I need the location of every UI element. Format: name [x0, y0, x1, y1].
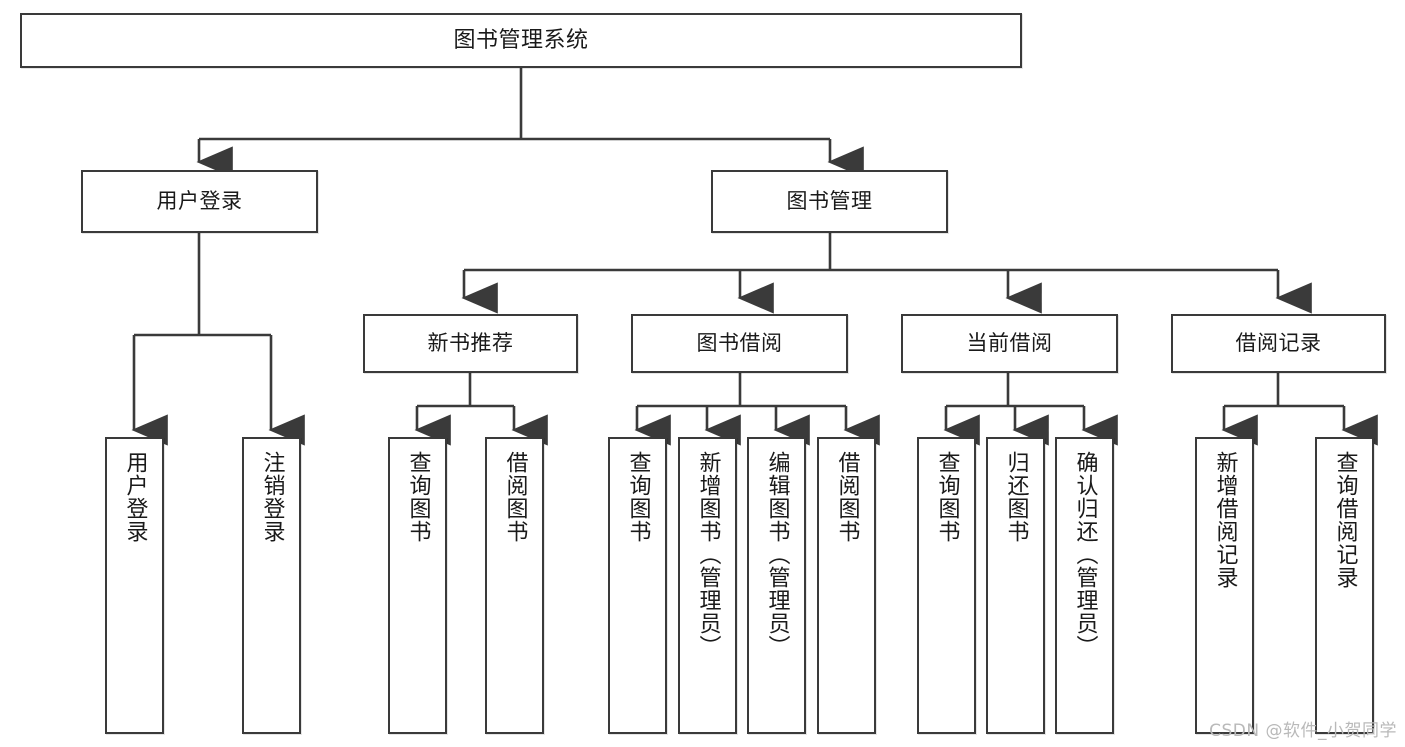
node-leaf-query-record-label: 查询借阅记录 [1332, 451, 1358, 589]
node-leaf-user-login-label: 用户登录 [122, 451, 148, 543]
node-leaf-borrow-book-2-label: 借阅图书 [834, 451, 860, 543]
node-leaf-query-book-3-label: 查询图书 [934, 451, 960, 543]
node-borrow-record-label: 借阅记录 [1235, 331, 1322, 356]
node-leaf-return-book-label: 归还图书 [1003, 451, 1029, 543]
node-leaf-borrow-book-1[interactable]: 借阅图书 [485, 437, 544, 734]
node-book-borrow-label: 图书借阅 [696, 331, 783, 356]
node-new-book-recommend[interactable]: 新书推荐 [363, 314, 578, 373]
node-leaf-query-book-1[interactable]: 查询图书 [388, 437, 447, 734]
node-user-login[interactable]: 用户登录 [81, 170, 318, 233]
node-current-borrow[interactable]: 当前借阅 [901, 314, 1118, 373]
node-leaf-edit-book-label: 编辑图书（管理员） [764, 451, 790, 658]
node-leaf-logout-login[interactable]: 注销登录 [242, 437, 301, 734]
node-leaf-query-book-2[interactable]: 查询图书 [608, 437, 667, 734]
node-leaf-add-record[interactable]: 新增借阅记录 [1195, 437, 1254, 734]
node-user-login-label: 用户登录 [156, 189, 243, 214]
node-leaf-borrow-book-2[interactable]: 借阅图书 [817, 437, 876, 734]
node-leaf-add-record-label: 新增借阅记录 [1212, 451, 1238, 589]
node-leaf-add-book-label: 新增图书（管理员） [695, 451, 721, 658]
node-leaf-query-book-3[interactable]: 查询图书 [917, 437, 976, 734]
node-leaf-user-login[interactable]: 用户登录 [105, 437, 164, 734]
node-new-book-recommend-label: 新书推荐 [427, 331, 514, 356]
node-leaf-confirm-return[interactable]: 确认归还（管理员） [1055, 437, 1114, 734]
node-borrow-record[interactable]: 借阅记录 [1171, 314, 1386, 373]
node-leaf-query-record[interactable]: 查询借阅记录 [1315, 437, 1374, 734]
node-book-manage-label: 图书管理 [786, 189, 873, 214]
node-book-manage[interactable]: 图书管理 [711, 170, 948, 233]
node-current-borrow-label: 当前借阅 [966, 331, 1053, 356]
node-leaf-edit-book[interactable]: 编辑图书（管理员） [747, 437, 806, 734]
node-leaf-borrow-book-1-label: 借阅图书 [502, 451, 528, 543]
node-leaf-logout-login-label: 注销登录 [259, 451, 285, 543]
node-leaf-add-book[interactable]: 新增图书（管理员） [678, 437, 737, 734]
node-leaf-confirm-return-label: 确认归还（管理员） [1072, 451, 1098, 658]
node-leaf-return-book[interactable]: 归还图书 [986, 437, 1045, 734]
watermark: CSDN @软件_小贺同学 [1209, 721, 1397, 741]
node-leaf-query-book-2-label: 查询图书 [625, 451, 651, 543]
node-root-label: 图书管理系统 [453, 27, 589, 53]
node-leaf-query-book-1-label: 查询图书 [405, 451, 431, 543]
node-root[interactable]: 图书管理系统 [20, 13, 1022, 68]
node-book-borrow[interactable]: 图书借阅 [631, 314, 848, 373]
